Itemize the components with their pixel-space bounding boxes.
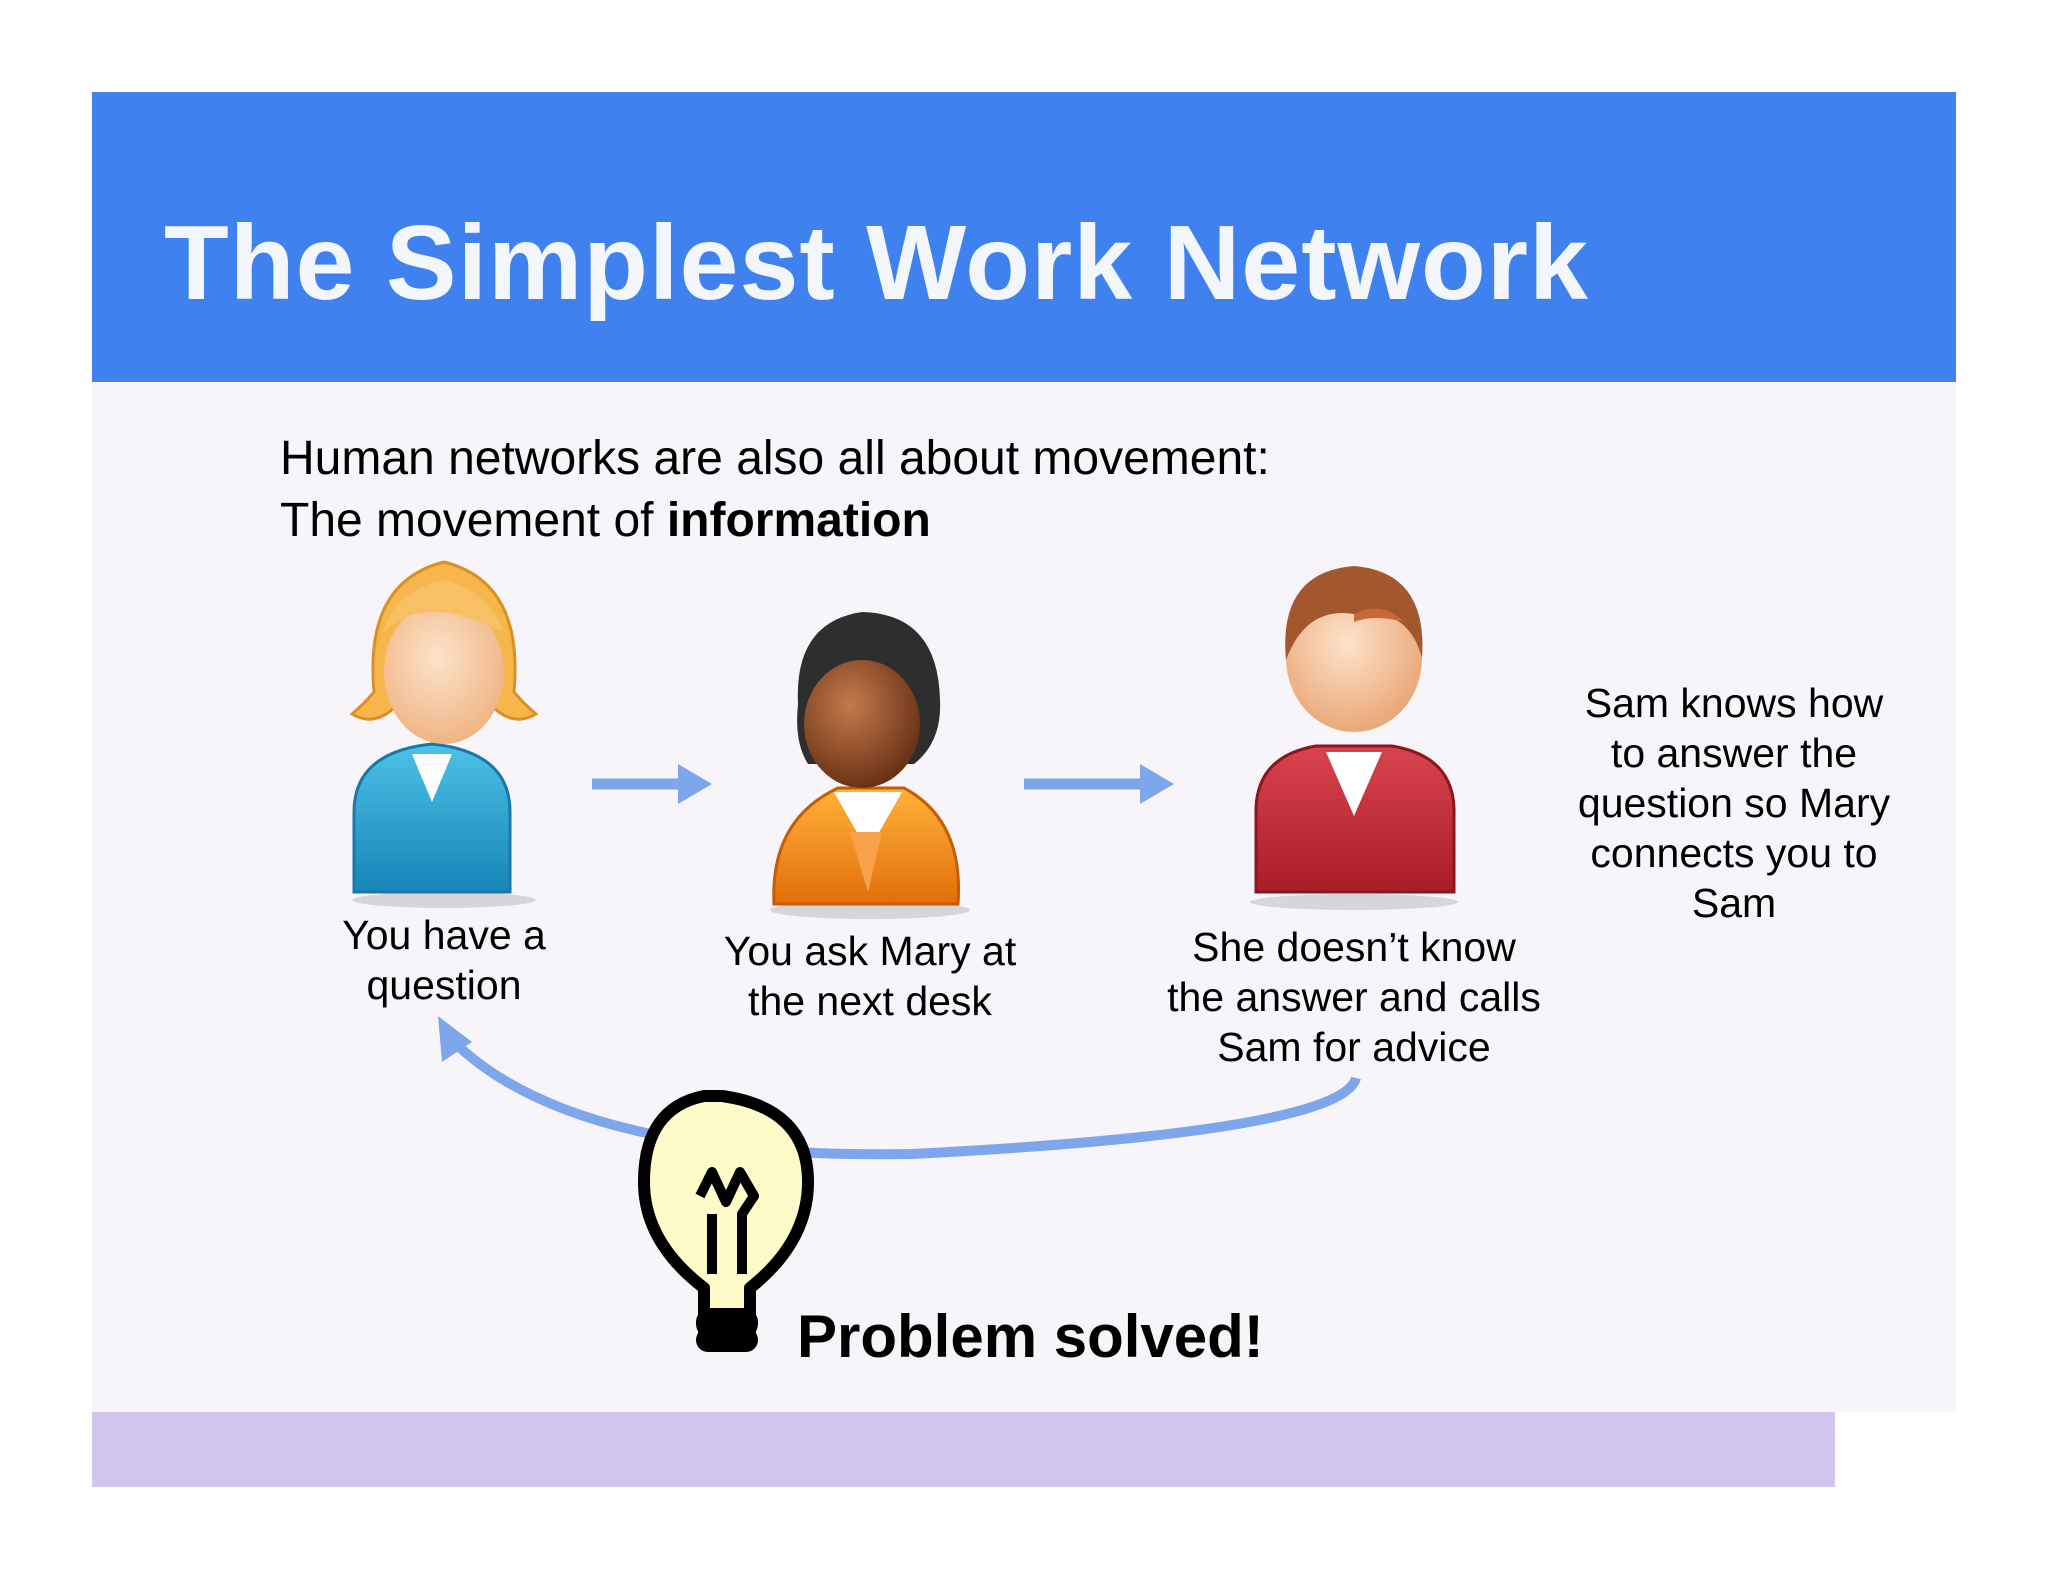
caption-calls-sam: She doesn’t know the answer and calls Sa… <box>1154 922 1554 1072</box>
caption-2-line-2: the next desk <box>748 978 992 1024</box>
problem-solved-text: Problem solved! <box>797 1303 1264 1370</box>
intro-line-2-prefix: The movement of <box>280 494 667 547</box>
side-note-line-2: to answer the <box>1610 730 1858 776</box>
side-note-line-5: Sam <box>1691 880 1777 926</box>
caption-3-line-1: She doesn’t know <box>1192 924 1516 970</box>
curved-arrow-sam-to-you <box>438 1016 1361 1160</box>
caption-ask-mary: You ask Mary at the next desk <box>702 926 1038 1026</box>
intro-line-1: Human networks are also all about moveme… <box>280 432 1270 485</box>
caption-2-line-1: You ask Mary at <box>723 928 1017 974</box>
side-note-line-4: connects you to <box>1590 830 1878 876</box>
caption-you-have-a-question: You have a question <box>314 910 574 1010</box>
caption-1-line-1: You have a <box>342 912 546 958</box>
title-bar: The Simplest Work Network <box>92 92 1956 382</box>
woman-dark-hair-orange-shirt-icon <box>770 612 970 919</box>
caption-3-line-2: the answer and calls <box>1167 974 1541 1020</box>
intro-line-2: The movement of information <box>280 490 1270 552</box>
footer-logo-box <box>1835 1412 1956 1487</box>
network-diagram <box>349 560 1929 1480</box>
arrow-mary-to-sam <box>1024 764 1174 804</box>
arrow-you-to-mary <box>592 764 712 804</box>
slide-title: The Simplest Work Network <box>164 204 1589 322</box>
woman-blonde-blue-shirt-icon <box>349 560 539 908</box>
intro-text: Human networks are also all about moveme… <box>280 428 1270 552</box>
footer-bar <box>92 1412 1835 1487</box>
caption-1-line-2: question <box>366 962 522 1008</box>
side-note: Sam knows how to answer the question so … <box>1554 678 1914 928</box>
lightbulb-icon <box>638 1090 814 1352</box>
side-note-line-3: question so Mary <box>1577 780 1891 826</box>
man-brown-hair-red-sweater-icon <box>1250 566 1458 910</box>
slide: The Simplest Work Network Human networks… <box>92 92 1956 1487</box>
side-note-line-1: Sam knows how <box>1584 680 1884 726</box>
caption-3-line-3: Sam for advice <box>1217 1024 1491 1070</box>
intro-line-2-bold: information <box>666 494 931 547</box>
